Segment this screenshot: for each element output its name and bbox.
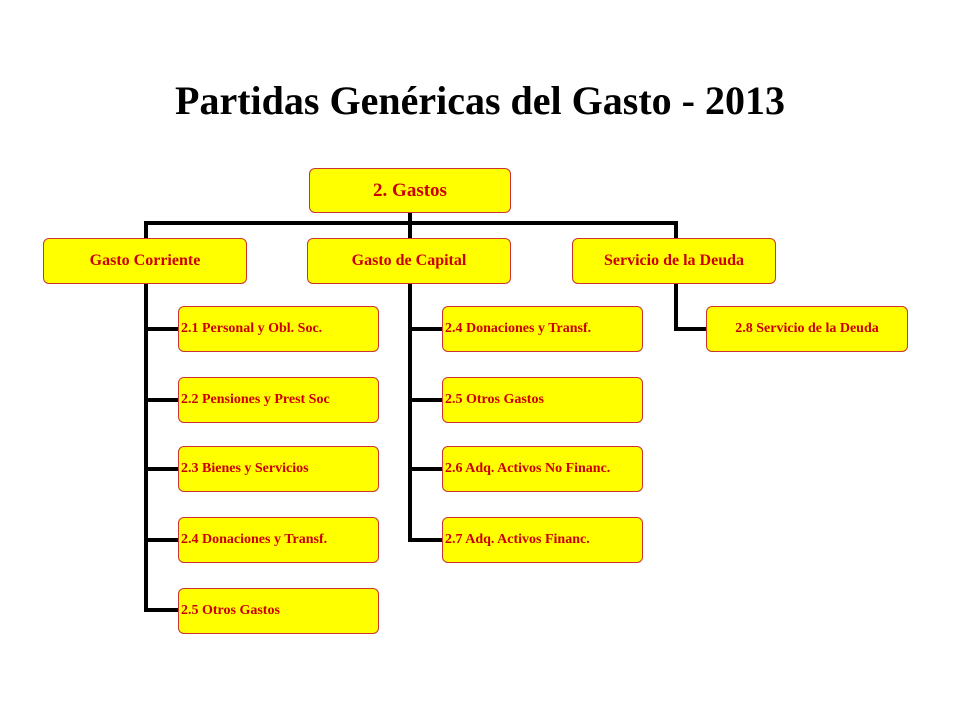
connector-cat3-spine: [674, 284, 678, 331]
node-gk-item: 2.5 Otros Gastos: [442, 377, 643, 423]
node-gc-item: 2.4 Donaciones y Transf.: [178, 517, 379, 563]
connector-cat1-item5: [144, 608, 178, 612]
node-gc-item: 2.2 Pensiones y Prest Soc: [178, 377, 379, 423]
connector-cat1-item2: [144, 398, 178, 402]
node-gc-item: 2.5 Otros Gastos: [178, 588, 379, 634]
node-gasto-corriente: Gasto Corriente: [43, 238, 247, 284]
node-gk-item: 2.4 Donaciones y Transf.: [442, 306, 643, 352]
connector-cat1-drop: [144, 221, 148, 238]
connector-cat2-item2: [408, 398, 442, 402]
connector-cat2-item1: [408, 327, 442, 331]
node-root: 2. Gastos: [309, 168, 511, 213]
connector-cat3-item1: [674, 327, 706, 331]
connector-cat1-item1: [144, 327, 178, 331]
node-sd-item: 2.8 Servicio de la Deuda: [706, 306, 908, 352]
connector-root-down: [408, 213, 412, 225]
node-servicio-de-la-deuda: Servicio de la Deuda: [572, 238, 776, 284]
connector-cat2-drop: [408, 221, 412, 238]
node-gk-item: 2.7 Adq. Activos Financ.: [442, 517, 643, 563]
connector-cat1-item3: [144, 467, 178, 471]
connector-cat2-spine: [408, 284, 412, 542]
connector-cat3-drop: [674, 221, 678, 238]
node-gc-item: 2.1 Personal y Obl. Soc.: [178, 306, 379, 352]
connector-cat1-item4: [144, 538, 178, 542]
connector-cat2-item3: [408, 467, 442, 471]
node-gasto-de-capital: Gasto de Capital: [307, 238, 511, 284]
page-title: Partidas Genéricas del Gasto - 2013: [175, 78, 785, 123]
connector-cat2-item4: [408, 538, 442, 542]
node-gk-item: 2.6 Adq. Activos No Financ.: [442, 446, 643, 492]
connector-cat1-spine: [144, 284, 148, 612]
node-gc-item: 2.3 Bienes y Servicios: [178, 446, 379, 492]
